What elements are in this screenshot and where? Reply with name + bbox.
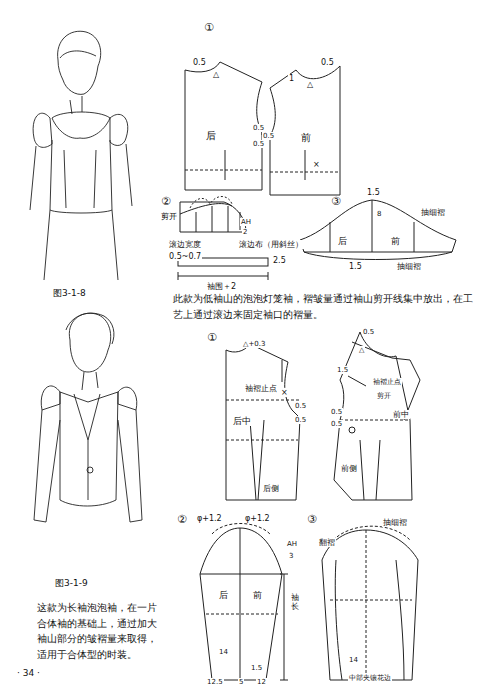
pattern-label: 8 (376, 210, 382, 218)
pattern-label: 滚边宽度 (168, 240, 202, 249)
pattern-label: △+0.3 (242, 340, 266, 348)
pattern-label: 0.5 (252, 140, 265, 148)
pattern-label: 袖长 (290, 594, 300, 612)
pattern-label: 图3-1-9 (54, 578, 89, 588)
pattern-label: 滚边布（用斜丝） (238, 240, 304, 249)
pattern-label: 后 (218, 590, 229, 600)
pattern-label: 12 (256, 678, 267, 686)
caption-text: 此款为低袖山的泡泡灯笼袖，褶皱量通过袖山剪开线集中放出，在工艺上通过滚边来固定袖… (172, 291, 474, 322)
pattern-label: · 34 · (16, 668, 41, 678)
pattern-label: 后侧 (262, 484, 280, 493)
pattern-label: 1.5 (336, 366, 349, 374)
pattern-label: × (312, 160, 321, 169)
pattern-label: 前 (390, 236, 401, 246)
pattern-label: 0.5 (252, 124, 265, 132)
pattern-label: ② (176, 514, 188, 527)
pattern-label: 袖褶止点 (372, 378, 402, 386)
pattern-label: ③ (330, 196, 342, 209)
pattern-label: △ (358, 346, 365, 354)
pattern-label: 0.5 (192, 58, 207, 67)
pattern-label: 这款为长袖泡泡袖，在一片合体袖的基础上，通过加大袖山部分的皱褶量来取得，适用于合… (36, 600, 160, 662)
pattern-label: AH (240, 218, 252, 226)
pattern-label: 袖褶止点 (244, 384, 278, 393)
pattern-label: 图3-1-8 (52, 288, 87, 298)
pattern-label: 12.5 (206, 678, 224, 686)
pattern-label: ③ (306, 514, 318, 527)
pattern-label: 后 (337, 236, 348, 246)
pattern-label: 0.5 (294, 416, 307, 424)
pattern-label: φ+1.2 (244, 514, 271, 523)
pattern-label: ① (203, 22, 215, 35)
pattern-label: 袖围＋2 (206, 282, 237, 291)
pattern-label: 后 (205, 130, 217, 142)
pattern-label: 0.5 (294, 402, 307, 410)
pattern-label: 1.5 (366, 188, 381, 197)
pattern-label: 0.5 (330, 408, 343, 416)
pattern-label: 前中 (392, 410, 410, 419)
pattern-label: 14 (218, 648, 229, 656)
pattern-label: 前 (252, 590, 263, 600)
pattern-label: ② (160, 196, 172, 209)
pattern-label: 剪开 (160, 212, 178, 221)
pattern-label: 前侧 (340, 464, 358, 473)
pattern-label: 0.5 (362, 328, 375, 336)
pattern-label: 0.5~0.7 (168, 252, 202, 261)
pattern-label: 0.5 (320, 58, 335, 67)
pattern-label: 2.5 (272, 256, 287, 265)
pattern-label: × (280, 388, 289, 397)
pattern-label: 前 (300, 132, 312, 144)
pattern-label: 剪开 (376, 392, 392, 400)
pattern-label: 0.5 (330, 420, 343, 428)
pattern-label: △ (306, 80, 314, 89)
pattern-label: 1 (288, 74, 295, 83)
pattern-label: 翻褶 (318, 538, 336, 547)
pattern-label: 抽细褶 (420, 208, 446, 217)
pattern-label: 1.5 (250, 664, 263, 672)
pattern-label: 3 (288, 552, 294, 560)
pattern-label: AH (286, 540, 298, 548)
pattern-label: 抽细褶 (396, 262, 422, 271)
pattern-label: ① (206, 332, 218, 345)
pattern-label: 后中 (232, 416, 252, 426)
pattern-label: 14 (348, 656, 359, 664)
pattern-label: 1.5 (348, 262, 363, 271)
pattern-label: △ (212, 70, 220, 79)
pattern-label: 抽细褶 (382, 518, 408, 527)
pattern-label: 2 (242, 228, 248, 236)
pattern-label: 0.5 (262, 132, 275, 140)
pattern-label: 中部夹镶花边 (348, 674, 392, 682)
pattern-label: 5 (238, 678, 244, 686)
pattern-label: φ+1.2 (196, 514, 223, 523)
